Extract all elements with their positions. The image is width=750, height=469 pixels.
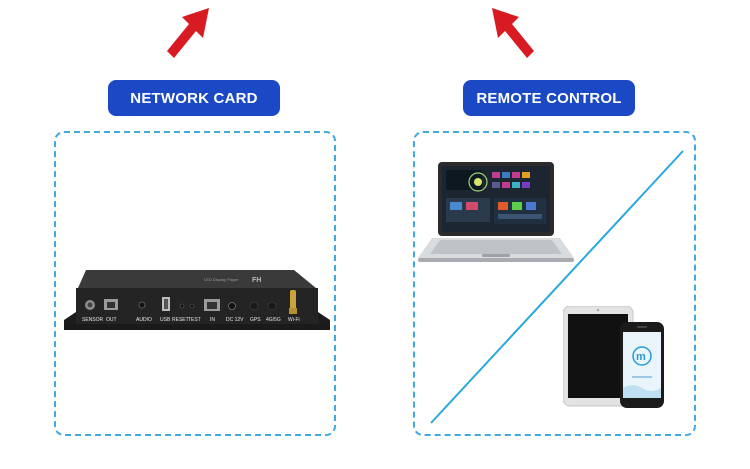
- port-label-in: IN: [210, 317, 215, 323]
- port-label-audio: AUDIO: [136, 317, 152, 323]
- tablet-icon: [563, 306, 634, 407]
- port-label-test: TEST: [188, 317, 201, 323]
- port-label-reset: RESET: [172, 317, 189, 323]
- port-label-dc12v: DC 12V: [226, 317, 244, 323]
- remote-control-panel: [413, 131, 696, 436]
- remote-control-label: REMOTE CONTROL: [463, 80, 635, 116]
- device-model-text: LED Display Player: [204, 277, 239, 282]
- led-player-device-icon: FH LED Display Player SENSOR OUT AUDIO U…: [64, 270, 330, 330]
- red-arrow-up-left-icon: [492, 8, 534, 58]
- port-label-4g5g: 4G/5G: [266, 317, 281, 323]
- network-card-label: NETWORK CARD: [108, 80, 280, 116]
- network-card-panel: [54, 131, 336, 436]
- port-label-gps: GPS: [250, 317, 261, 323]
- port-label-usb: USB: [160, 317, 171, 323]
- laptop-icon: [418, 162, 574, 262]
- port-label-sensor: SENSOR: [82, 317, 104, 323]
- smartphone-icon: m: [620, 322, 664, 408]
- svg-text:m: m: [636, 351, 646, 363]
- diagonal-divider: [430, 150, 684, 424]
- red-arrow-up-right-icon: [167, 8, 209, 58]
- port-label-wifi: Wi-Fi: [288, 317, 300, 323]
- device-brand: FH: [252, 277, 261, 284]
- port-label-out: OUT: [106, 317, 117, 323]
